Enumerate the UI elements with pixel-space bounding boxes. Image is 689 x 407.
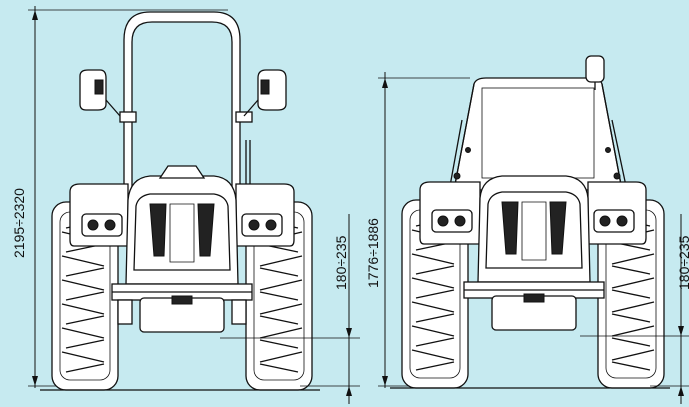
left-fender [69, 183, 129, 247]
cab-hood-grille [477, 175, 591, 283]
overall-height-label: 2195÷2320 [11, 188, 27, 258]
cab-right-fender [587, 181, 647, 245]
front-axle [111, 283, 253, 333]
cab-left-fender [419, 181, 481, 245]
cab-height-dimension: 1776÷1886 [365, 72, 470, 388]
tractor-cab-front-view: 1776÷1886 [365, 55, 689, 404]
right-mirror [243, 69, 287, 117]
ground-clearance-label-left: 180÷235 [333, 235, 349, 290]
left-mirror [79, 69, 121, 117]
right-fender [235, 183, 295, 247]
cab [449, 77, 627, 191]
tractor-rollbar-front-view: 2195÷2320 [11, 6, 360, 404]
beacon-light [585, 55, 605, 90]
ground-clearance-label-right: 180÷235 [676, 235, 689, 290]
cab-ground-clearance-dimension: 180÷235 [580, 214, 689, 404]
hood-grille [125, 165, 239, 285]
ground-clearance-dimension: 180÷235 [220, 214, 360, 404]
cab-front-axle [463, 281, 605, 331]
overall-height-dimension: 2195÷2320 [11, 6, 228, 388]
cab-height-label: 1776÷1886 [365, 218, 381, 288]
